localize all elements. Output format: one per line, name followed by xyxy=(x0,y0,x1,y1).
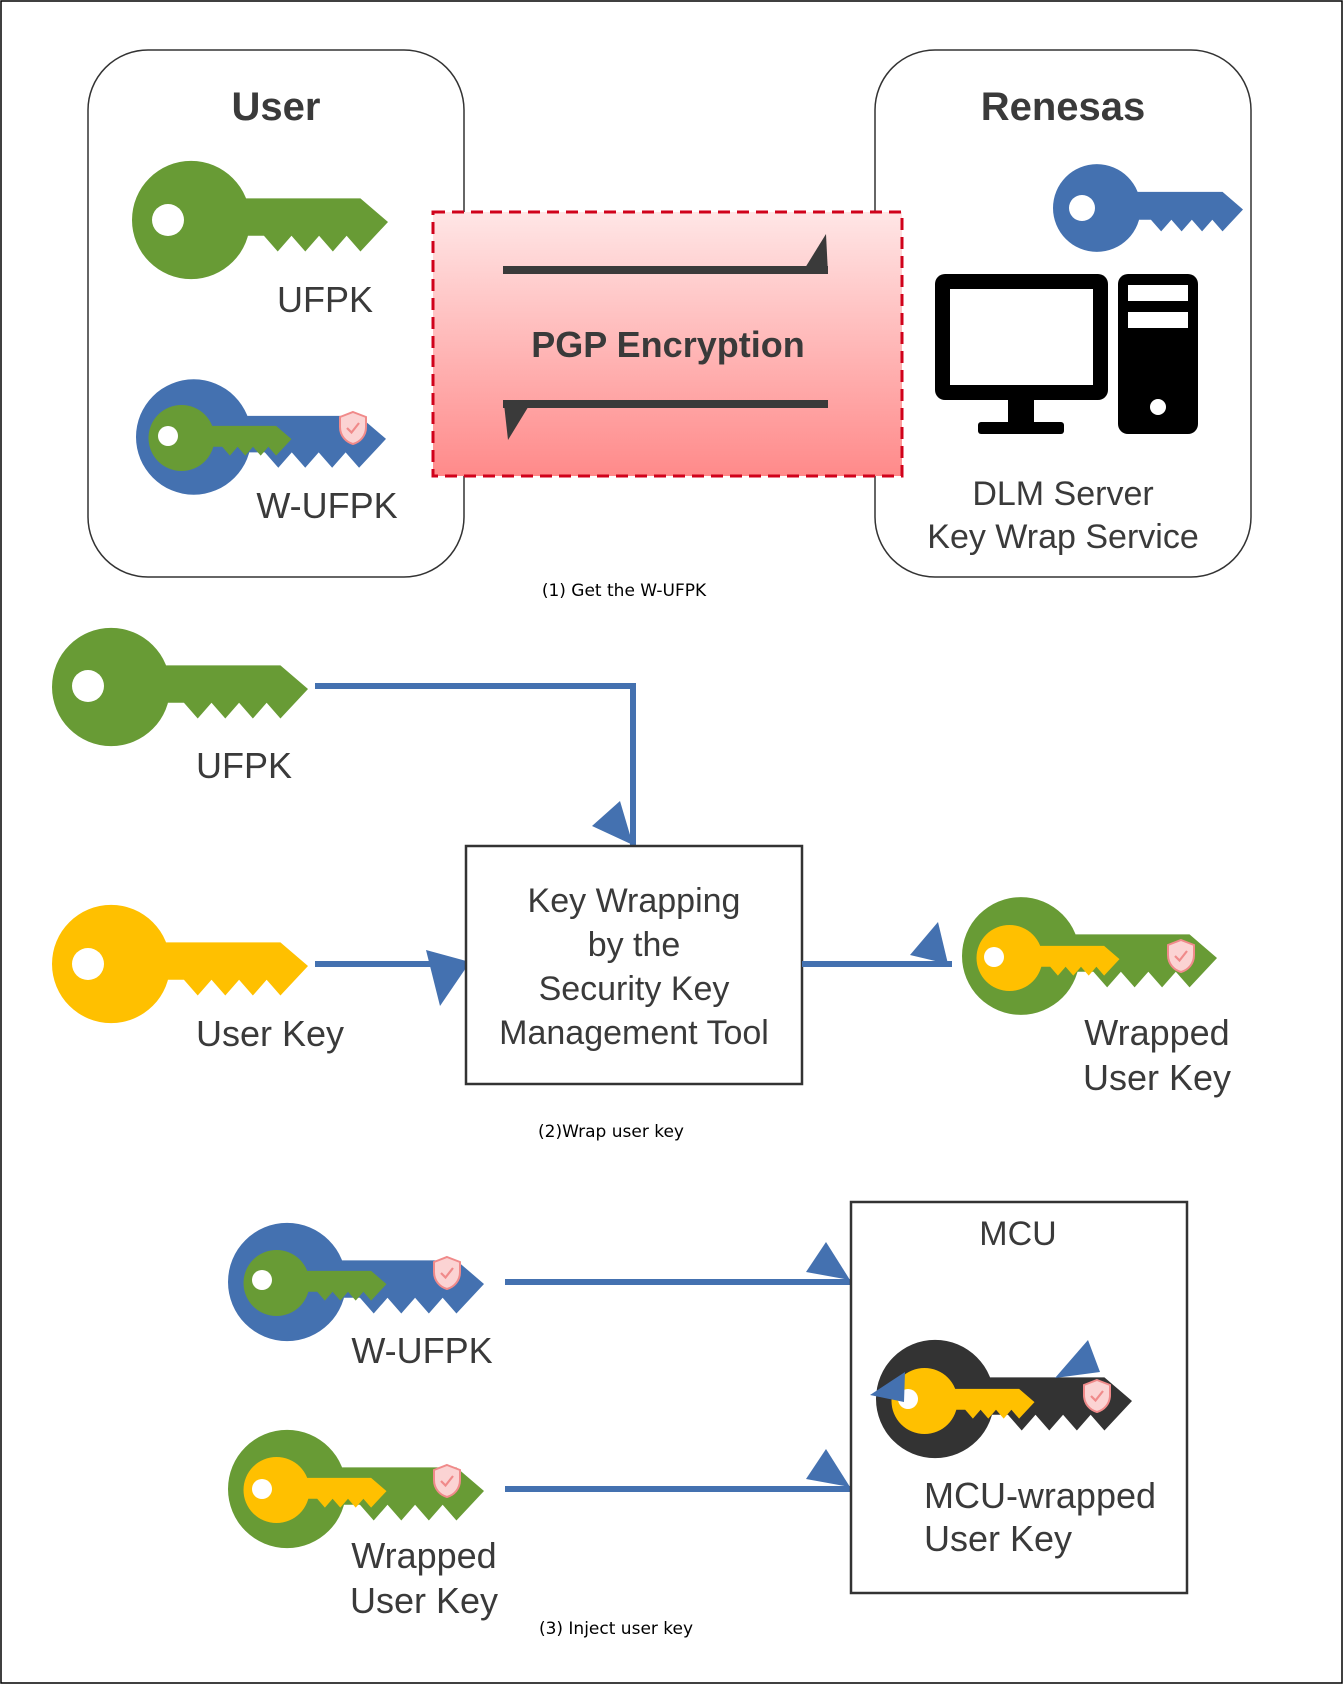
server-computer-icon xyxy=(935,274,1198,434)
step3-wufpk-key-icon xyxy=(228,1222,484,1342)
key-wrapping-tool-box xyxy=(464,844,804,1086)
wrapped-user-key-icon xyxy=(962,897,1217,1015)
renesas-box-title: Renesas xyxy=(981,85,1146,129)
arrow-ufpk-to-tool xyxy=(315,683,636,848)
step3-wrapped-user-key-icon xyxy=(228,1429,484,1549)
step2-ufpk-key-icon xyxy=(52,627,308,747)
channel-arrow-right xyxy=(503,234,828,274)
tool-label-line2: by the xyxy=(588,926,681,964)
renesas-key-icon xyxy=(1053,164,1243,252)
tool-label-line1: Key Wrapping xyxy=(528,882,741,920)
arrow-wrapped-to-mcu xyxy=(505,1449,850,1492)
tool-label-line3: Security Key xyxy=(539,970,730,1008)
ufpk-key-icon xyxy=(132,160,388,280)
arrow-tool-to-wrapped xyxy=(802,922,952,967)
server-label-line2: Key Wrap Service xyxy=(927,518,1198,556)
user-box-title: User xyxy=(232,85,321,129)
server-label-line1: DLM Server xyxy=(972,475,1153,513)
wrapped-user-key-label-line2: User Key xyxy=(1083,1057,1231,1098)
mcu-key-label-line2: User Key xyxy=(924,1518,1072,1559)
wufpk-label: W-UFPK xyxy=(256,485,397,526)
mcu-title: MCU xyxy=(979,1215,1056,1253)
step2-ufpk-label: UFPK xyxy=(196,745,292,786)
step3-wufpk-label: W-UFPK xyxy=(351,1330,492,1371)
arrow-userkey-to-tool xyxy=(315,950,470,1006)
arrow-wufpk-to-mcu xyxy=(505,1242,850,1285)
step2-caption: (2)Wrap user key xyxy=(538,1122,684,1142)
ufpk-label: UFPK xyxy=(277,279,373,320)
mcu-wrapped-key-icon xyxy=(870,1339,1132,1459)
step3-wrapped-label-line2: User Key xyxy=(350,1580,498,1621)
channel-label: PGP Encryption xyxy=(531,324,804,365)
user-key-label: User Key xyxy=(196,1013,344,1054)
step3-wrapped-label-line1: Wrapped xyxy=(351,1535,496,1576)
user-key-icon xyxy=(52,904,308,1024)
wrapped-user-key-label-line1: Wrapped xyxy=(1084,1012,1229,1053)
step3-caption: (3) Inject user key xyxy=(539,1619,693,1639)
mcu-key-label-line1: MCU-wrapped xyxy=(924,1475,1156,1516)
tool-label-line4: Management Tool xyxy=(499,1014,769,1052)
step1-caption: (1) Get the W-UFPK xyxy=(542,581,707,601)
wufpk-key-icon xyxy=(136,379,386,495)
channel-arrow-left xyxy=(503,400,828,440)
